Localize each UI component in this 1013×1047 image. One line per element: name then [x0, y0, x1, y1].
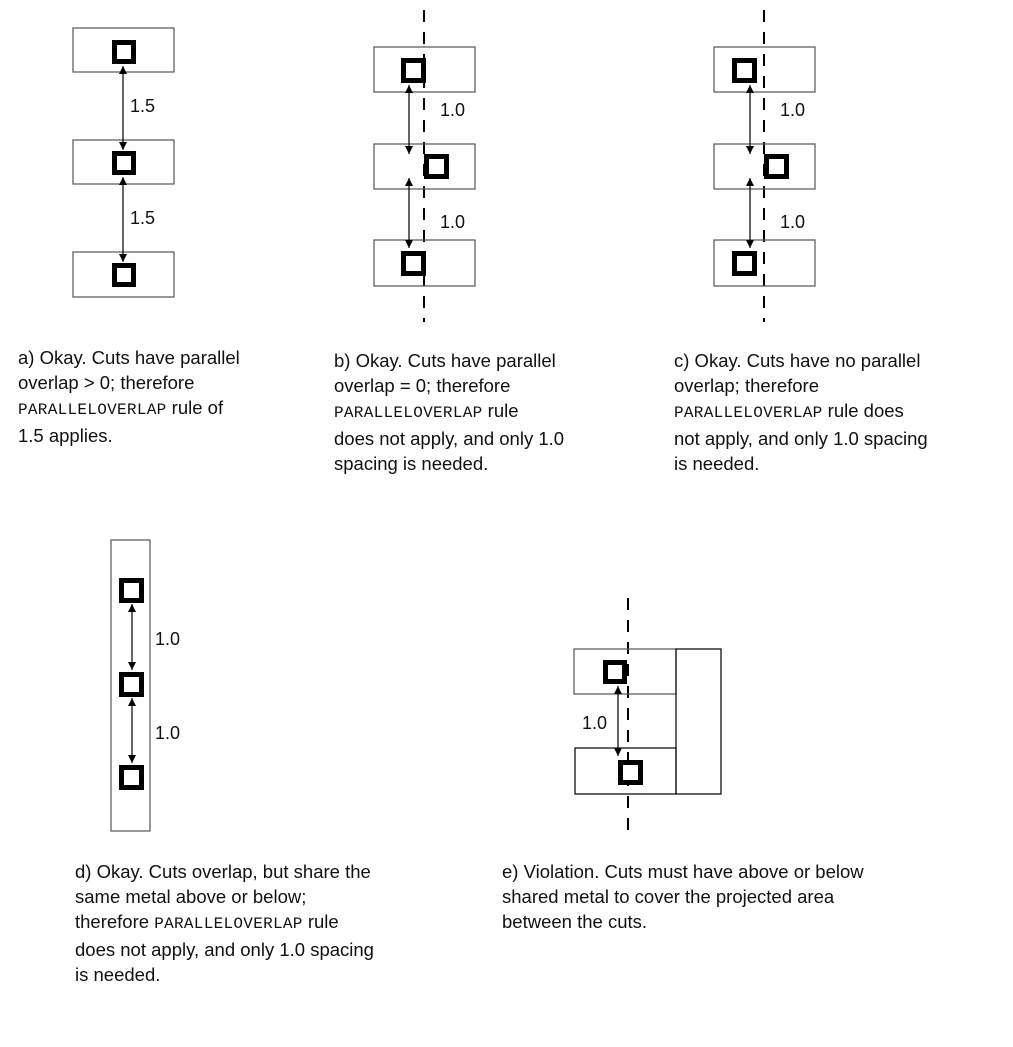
cut-square: [119, 765, 144, 790]
caption-line: shared metal to cover the projected area: [502, 886, 835, 907]
panel-a: 1.5 1.5: [72, 27, 175, 298]
caption-line: c) Okay. Cuts have no parallel: [674, 350, 921, 371]
caption-line: spacing is needed.: [334, 453, 489, 474]
metal-shape: [713, 143, 816, 190]
rule-name: PARALLELOVERLAP: [334, 404, 483, 422]
spacing-label: 1.0: [780, 212, 805, 232]
caption-line: does not apply, and only 1.0: [334, 428, 565, 449]
cut-square: [424, 154, 449, 179]
spacing-label: 1.0: [155, 629, 180, 649]
caption-line: is needed.: [674, 453, 760, 474]
cut-square: [112, 40, 136, 64]
caption-line: e) Violation. Cuts must have above or be…: [502, 861, 864, 882]
panel-c: 1.0 1.0: [713, 10, 816, 322]
rule-name: PARALLELOVERLAP: [674, 404, 823, 422]
panel-e: 1.0: [573, 598, 722, 834]
caption-line: overlap = 0; therefore: [334, 375, 511, 396]
caption-c: c) Okay. Cuts have no parallel overlap; …: [674, 348, 928, 476]
cut-square: [401, 58, 426, 83]
caption-line: overlap > 0; therefore: [18, 372, 195, 393]
vertical-metal-shape: [675, 648, 722, 795]
caption-line: between the cuts.: [502, 911, 648, 932]
caption-line: d) Okay. Cuts overlap, but share the: [75, 861, 371, 882]
spacing-label: 1.0: [582, 713, 607, 733]
metal-shape: [713, 46, 816, 93]
caption-line: PARALLELOVERLAP rule of: [18, 395, 240, 423]
caption-line: is needed.: [75, 964, 161, 985]
caption-a: a) Okay. Cuts have parallel overlap > 0;…: [18, 345, 240, 448]
spacing-label: 1.0: [780, 100, 805, 120]
cut-square: [732, 251, 757, 276]
caption-text: rule: [482, 400, 519, 421]
caption-d: d) Okay. Cuts overlap, but share the sam…: [75, 859, 374, 987]
caption-e: e) Violation. Cuts must have above or be…: [502, 859, 864, 934]
metal-shape: [713, 239, 816, 287]
caption-line: a) Okay. Cuts have parallel: [18, 347, 240, 368]
spacing-label: 1.5: [130, 96, 155, 116]
caption-line: 1.5 applies.: [18, 425, 113, 446]
cut-square: [618, 760, 643, 785]
caption-line: does not apply, and only 1.0 spacing: [75, 939, 374, 960]
caption-text: rule does: [822, 400, 904, 421]
rule-name: PARALLELOVERLAP: [154, 915, 303, 933]
spacing-label: 1.0: [440, 100, 465, 120]
cut-square: [764, 154, 789, 179]
caption-text: therefore: [75, 911, 155, 932]
caption-line: b) Okay. Cuts have parallel: [334, 350, 556, 371]
caption-line: PARALLELOVERLAP rule: [334, 398, 564, 426]
spacing-label: 1.5: [130, 208, 155, 228]
spacing-label: 1.0: [155, 723, 180, 743]
cut-square: [119, 578, 144, 603]
caption-line: overlap; therefore: [674, 375, 820, 396]
cut-square: [603, 660, 627, 684]
caption-text: rule of: [166, 397, 224, 418]
shared-metal-shape: [110, 539, 151, 832]
panel-b: 1.0 1.0: [373, 10, 476, 322]
metal-shape: [373, 143, 476, 190]
cut-square: [401, 251, 426, 276]
cut-square: [732, 58, 757, 83]
caption-b: b) Okay. Cuts have parallel overlap = 0;…: [334, 348, 564, 476]
caption-line: same metal above or below;: [75, 886, 307, 907]
cut-square: [119, 672, 144, 697]
cut-square: [112, 151, 136, 175]
caption-line: not apply, and only 1.0 spacing: [674, 428, 928, 449]
rule-name: PARALLELOVERLAP: [18, 401, 167, 419]
panel-d: 1.0 1.0: [110, 539, 180, 832]
metal-shape: [373, 46, 476, 93]
metal-shape: [373, 239, 476, 287]
spacing-label: 1.0: [440, 212, 465, 232]
caption-line: therefore PARALLELOVERLAP rule: [75, 909, 374, 937]
cut-square: [112, 263, 136, 287]
caption-text: rule: [302, 911, 339, 932]
caption-line: PARALLELOVERLAP rule does: [674, 398, 928, 426]
